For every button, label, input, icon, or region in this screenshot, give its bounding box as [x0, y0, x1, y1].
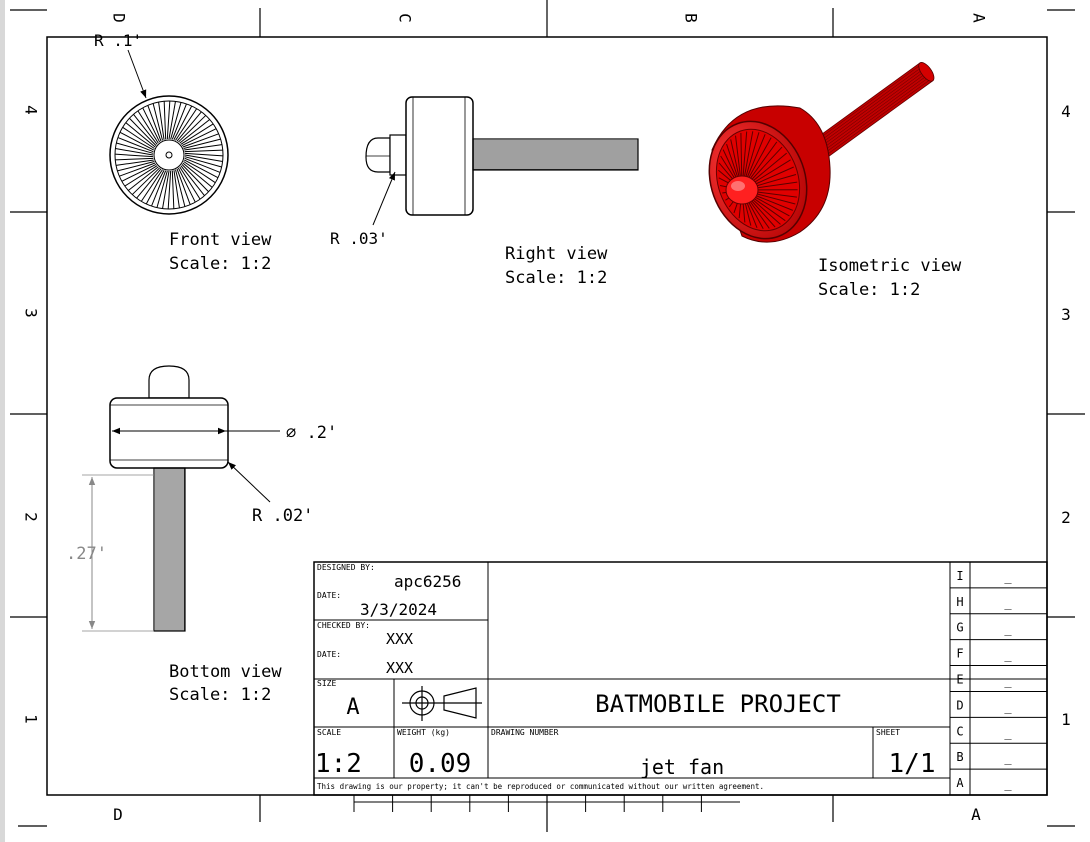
revision-letter: F: [956, 647, 963, 661]
drawing-number-value: jet fan: [640, 755, 724, 779]
right-view: R .03' Right view Scale: 1:2: [330, 96, 639, 288]
right-radius-leader: [372, 171, 396, 226]
zone-left-4: 4: [22, 105, 41, 115]
front-view: R .1' Front view Scale: 1:2: [94, 31, 272, 274]
date-label: DATE:: [317, 591, 341, 600]
zone-bottom-d: D: [113, 805, 123, 824]
revision-value: _: [1004, 674, 1012, 688]
zone-labels: D C B A D A 4 3 2 1 4 3 2 1: [22, 13, 1071, 824]
date2-value: XXX: [386, 659, 413, 677]
revision-value: _: [1004, 648, 1012, 662]
size-label: SIZE: [317, 679, 336, 688]
weight-value: 0.09: [409, 749, 472, 779]
bottom-view: ∅ .2' R .02' .27' Bottom view Scale: 1:2: [66, 365, 337, 705]
revision-value: _: [1004, 751, 1012, 765]
zone-right-1: 1: [1061, 710, 1071, 729]
revision-value: _: [1004, 596, 1012, 610]
checked-by-label: CHECKED BY:: [317, 621, 370, 630]
revision-value: _: [1004, 622, 1012, 636]
zone-left-1: 1: [22, 714, 41, 724]
front-view-scale: Scale: 1:2: [169, 254, 271, 274]
date2-label: DATE:: [317, 650, 341, 659]
designed-by-label: DESIGNED BY:: [317, 563, 375, 572]
bottom-diameter-dim: ∅ .2': [286, 423, 337, 443]
zone-left-2: 2: [22, 512, 41, 522]
revision-letter: A: [956, 776, 964, 790]
disclaimer-text: This drawing is our property; it can't b…: [317, 782, 764, 791]
scale-ruler: [353, 794, 740, 812]
drawing-number-label: DRAWING NUMBER: [491, 728, 559, 737]
zone-top-b: B: [682, 13, 701, 23]
date-value: 3/3/2024: [360, 600, 437, 619]
zone-top-d: D: [110, 13, 129, 23]
revision-value: _: [1004, 777, 1012, 791]
designed-by-value: apc6256: [394, 572, 461, 591]
title-block: DESIGNED BY: DATE: CHECKED BY: DATE: SIZ…: [313, 561, 1048, 812]
scale-label: SCALE: [317, 728, 341, 737]
front-radius-leader: [127, 49, 147, 99]
zone-top-a: A: [970, 13, 989, 23]
right-view-title: Right view: [505, 244, 608, 264]
revision-value: _: [1004, 570, 1012, 584]
projection-symbol-icon: [402, 686, 482, 721]
bottom-view-scale: Scale: 1:2: [169, 685, 271, 705]
bottom-view-title: Bottom view: [169, 662, 282, 682]
right-radius-dim: R .03': [330, 229, 388, 248]
bottom-radius-dim: R .02': [252, 506, 313, 526]
revision-letter: E: [956, 673, 963, 687]
revision-letter: H: [956, 595, 963, 609]
revision-table: I _ H _ G _ F _ E _ D _ C _ B _ A _: [950, 569, 1047, 791]
right-view-scale: Scale: 1:2: [505, 268, 607, 288]
scale-value: 1:2: [315, 749, 362, 779]
revision-letter: B: [956, 750, 963, 764]
sheet-value: 1/1: [889, 749, 936, 779]
iso-view-scale: Scale: 1:2: [818, 280, 920, 300]
zone-right-2: 2: [1061, 508, 1071, 527]
zone-right-4: 4: [1061, 102, 1071, 121]
project-title: BATMOBILE PROJECT: [595, 690, 841, 718]
sheet-label: SHEET: [876, 728, 900, 737]
bottom-length-dim: .27': [66, 544, 107, 564]
revision-value: _: [1004, 725, 1012, 739]
revision-value: _: [1004, 699, 1012, 713]
viewport-strip: [0, 0, 5, 842]
revision-letter: C: [956, 724, 963, 738]
front-radius-dim: R .1': [94, 31, 142, 50]
weight-label: WEIGHT (kg): [397, 728, 450, 737]
zone-bottom-a: A: [971, 805, 981, 824]
zone-left-3: 3: [22, 308, 41, 318]
front-view-title: Front view: [169, 230, 272, 250]
checked-by-value: XXX: [386, 630, 413, 648]
revision-letter: G: [956, 621, 963, 635]
iso-view-title: Isometric view: [818, 256, 962, 276]
zone-top-c: C: [396, 13, 415, 23]
revision-letter: D: [956, 698, 963, 712]
zone-right-3: 3: [1061, 305, 1071, 324]
isometric-view: Isometric view Scale: 1:2: [708, 62, 962, 300]
revision-letter: I: [956, 569, 963, 583]
size-value: A: [346, 695, 359, 720]
